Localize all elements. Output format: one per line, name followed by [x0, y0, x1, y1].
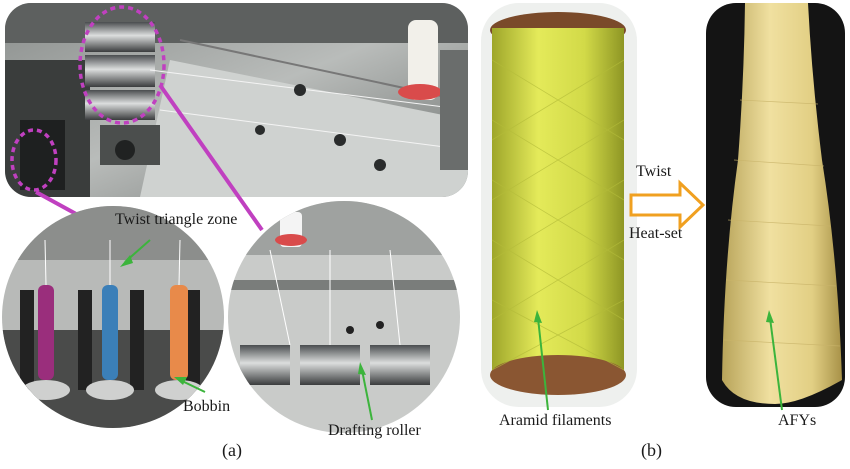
caption-b: (b): [641, 440, 662, 460]
label-bobbin: Bobbin: [183, 398, 231, 415]
afy-bobbin-photo: [706, 3, 845, 407]
aramid-spool-photo: [481, 3, 637, 407]
label-aramid-filaments: Aramid filaments: [499, 412, 612, 429]
drafting-roller-photo: [228, 201, 460, 433]
label-drafting-roller: Drafting roller: [328, 422, 421, 439]
caption-a: (a): [222, 440, 242, 460]
label-afys: AFYs: [778, 412, 817, 429]
spindle-highlight: [10, 128, 58, 192]
label-twist: Twist: [636, 163, 672, 180]
machine-photo-top: [5, 3, 468, 197]
label-heat-set: Heat-set: [629, 225, 683, 242]
label-twist-triangle-zone: Twist triangle zone: [115, 211, 238, 228]
process-arrow: [629, 179, 706, 231]
roller-highlight: [78, 5, 166, 125]
